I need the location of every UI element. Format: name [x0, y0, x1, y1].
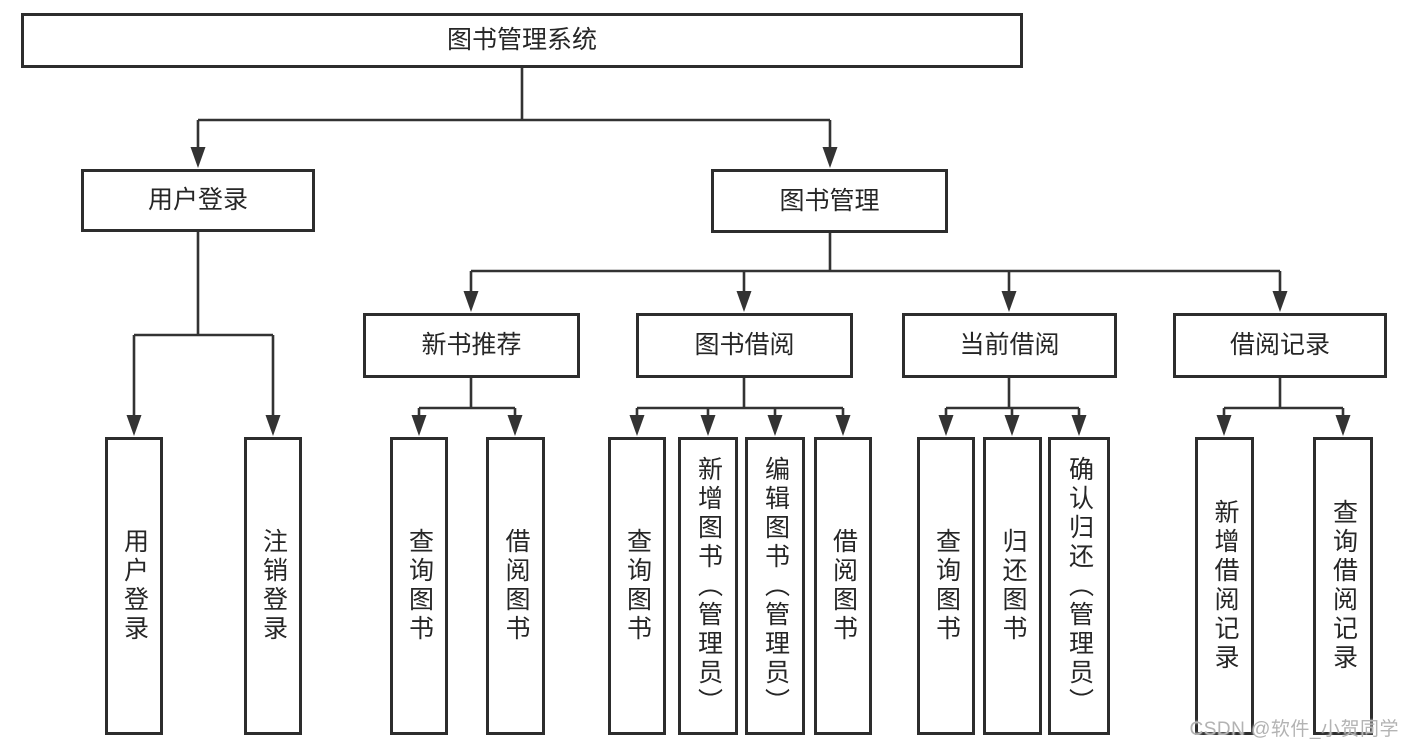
leaf-query-books-recommend-label: 查询图书 [405, 528, 434, 644]
leaf-user-login-label: 用户登录 [120, 528, 149, 644]
leaf-return-books-label: 归还图书 [999, 528, 1027, 644]
leaf-query-borrow-record: 查询借阅记录 [1313, 437, 1373, 735]
leaf-edit-books-admin: 编辑图书（管理员） [745, 437, 805, 735]
node-user-login-label: 用户登录 [147, 186, 248, 214]
node-library-system-label: 图书管理系统 [446, 26, 597, 54]
node-book-borrow-label: 图书借阅 [694, 331, 795, 359]
node-user-login: 用户登录 [81, 169, 315, 232]
node-book-management: 图书管理 [711, 169, 948, 233]
leaf-add-books-admin-label: 新增图书（管理员） [694, 455, 723, 717]
node-library-system: 图书管理系统 [21, 13, 1023, 68]
leaf-query-books-borrow-label: 查询图书 [623, 528, 652, 644]
node-book-management-label: 图书管理 [779, 186, 880, 215]
csdn-watermark: CSDN @软件_小贺同学 [1189, 719, 1399, 740]
leaf-logout-label: 注销登录 [259, 528, 288, 644]
leaf-confirm-return-admin: 确认归还（管理员） [1048, 437, 1110, 735]
leaf-return-books: 归还图书 [983, 437, 1042, 735]
node-current-borrow-label: 当前借阅 [959, 331, 1060, 359]
node-new-book-recommend: 新书推荐 [363, 313, 580, 378]
leaf-add-borrow-record-label: 新增借阅记录 [1211, 499, 1239, 673]
leaf-add-books-admin: 新增图书（管理员） [678, 437, 738, 735]
leaf-borrow-books-label: 借阅图书 [829, 528, 858, 644]
node-current-borrow: 当前借阅 [902, 313, 1117, 378]
leaf-confirm-return-admin-label: 确认归还（管理员） [1065, 455, 1094, 717]
leaf-logout: 注销登录 [244, 437, 302, 735]
leaf-query-books-recommend: 查询图书 [390, 437, 448, 735]
leaf-query-books-current: 查询图书 [917, 437, 975, 735]
leaf-borrow-books-recommend: 借阅图书 [486, 437, 545, 735]
leaf-borrow-books-recommend-label: 借阅图书 [502, 528, 530, 644]
node-book-borrow: 图书借阅 [636, 313, 853, 378]
node-new-book-recommend-label: 新书推荐 [421, 331, 522, 359]
node-borrow-records: 借阅记录 [1173, 313, 1387, 378]
leaf-query-books-current-label: 查询图书 [932, 528, 961, 644]
leaf-borrow-books: 借阅图书 [814, 437, 872, 735]
leaf-add-borrow-record: 新增借阅记录 [1195, 437, 1254, 735]
leaf-query-books-borrow: 查询图书 [608, 437, 666, 735]
leaf-user-login: 用户登录 [105, 437, 163, 735]
node-borrow-records-label: 借阅记录 [1229, 331, 1330, 359]
leaf-query-borrow-record-label: 查询借阅记录 [1329, 499, 1358, 673]
leaf-edit-books-admin-label: 编辑图书（管理员） [761, 455, 790, 717]
